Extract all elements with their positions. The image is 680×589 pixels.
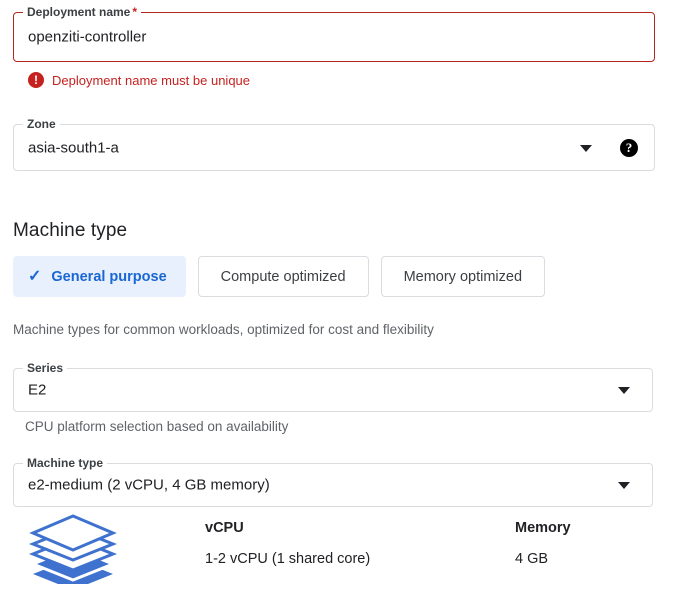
chevron-down-icon[interactable]: [618, 482, 630, 489]
zone-field[interactable]: Zone asia-south1-a ?: [13, 117, 655, 171]
chevron-down-icon[interactable]: [618, 387, 630, 394]
spec-value-vcpu: 1-2 vCPU (1 shared core): [205, 551, 371, 567]
deployment-name-input[interactable]: openziti-controller: [28, 28, 147, 46]
toggle-memory-optimized[interactable]: Memory optimized: [380, 256, 546, 297]
deployment-name-error: ! Deployment name must be unique: [28, 72, 250, 88]
toggle-compute-optimized[interactable]: Compute optimized: [197, 256, 369, 297]
machine-type-section-title: Machine type: [13, 220, 128, 241]
machine-type-field[interactable]: Machine type e2-medium (2 vCPU, 4 GB mem…: [13, 456, 653, 507]
machine-family-description: Machine types for common workloads, opti…: [13, 322, 434, 337]
error-message: Deployment name must be unique: [52, 72, 251, 88]
series-helper-text: CPU platform selection based on availabi…: [25, 419, 289, 434]
machine-type-value[interactable]: e2-medium (2 vCPU, 4 GB memory): [28, 476, 270, 494]
toggle-general-purpose-label: General purpose: [51, 268, 167, 285]
machine-type-label: Machine type: [23, 456, 108, 471]
deployment-name-label-text: Deployment name: [27, 5, 131, 19]
spec-header-memory: Memory: [515, 520, 571, 536]
toggle-compute-optimized-label: Compute optimized: [220, 268, 346, 285]
deployment-name-label: Deployment name*: [23, 5, 142, 20]
required-asterisk: *: [132, 5, 138, 19]
spec-value-memory: 4 GB: [515, 551, 549, 567]
deployment-name-field[interactable]: Deployment name* openziti-controller: [13, 5, 655, 62]
toggle-general-purpose[interactable]: ✓ General purpose: [13, 256, 186, 297]
error-icon: !: [28, 72, 44, 88]
help-icon[interactable]: ?: [620, 138, 638, 157]
series-field[interactable]: Series E2: [13, 361, 653, 412]
check-icon: ✓: [28, 267, 42, 285]
toggle-memory-optimized-label: Memory optimized: [403, 268, 523, 285]
series-value[interactable]: E2: [28, 381, 47, 399]
zone-value[interactable]: asia-south1-a: [28, 139, 119, 156]
zone-label: Zone: [23, 117, 60, 132]
series-label: Series: [23, 361, 68, 376]
chevron-down-icon[interactable]: [580, 144, 592, 152]
machine-family-toggle-group[interactable]: ✓ General purpose Compute optimized Memo…: [13, 256, 546, 297]
stacked-layers-icon: [28, 512, 118, 589]
spec-header-vcpu: vCPU: [205, 520, 244, 536]
